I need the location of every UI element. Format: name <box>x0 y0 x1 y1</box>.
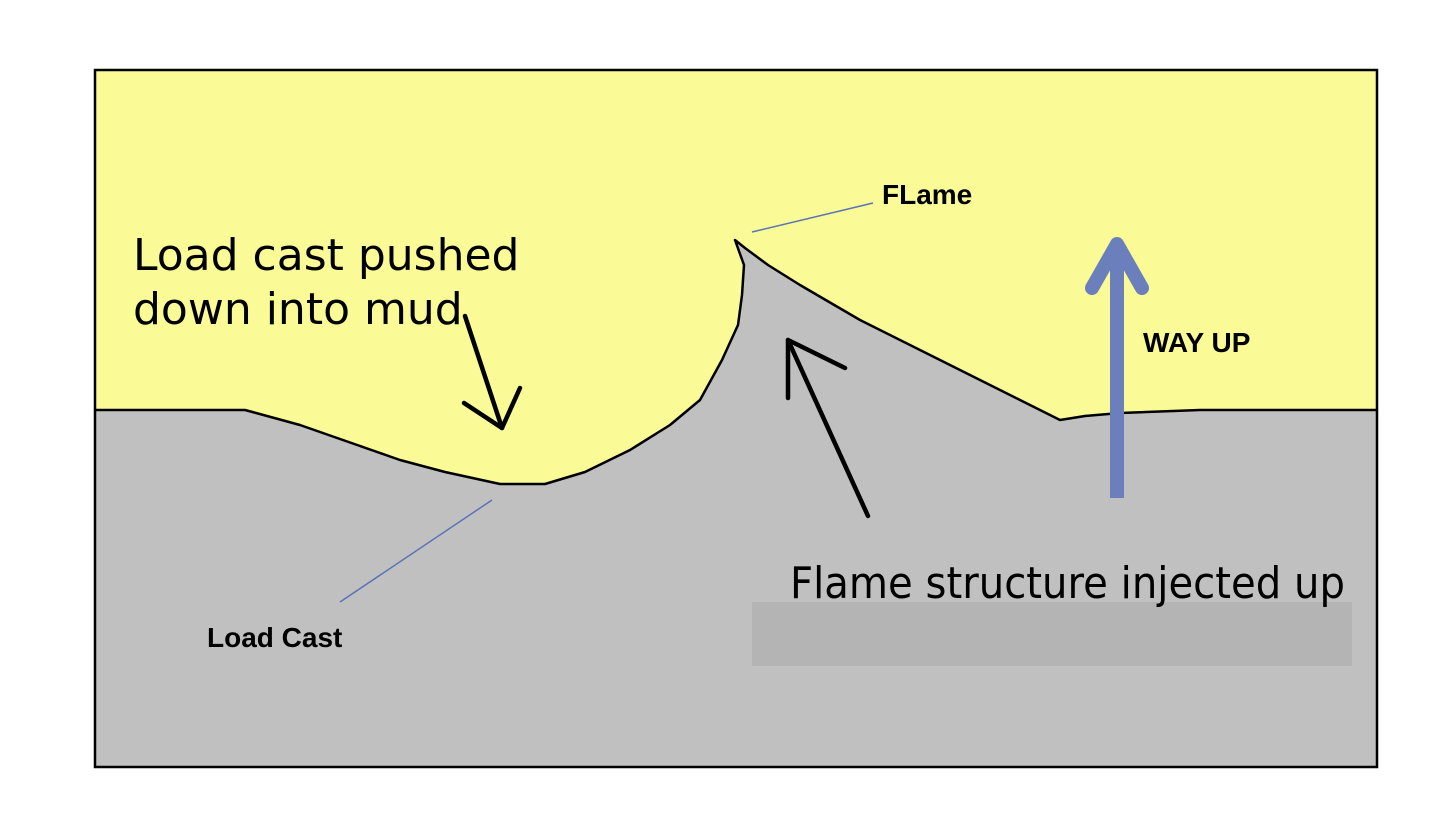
flame-leader-line <box>751 202 874 233</box>
load-cast-pushed-label-line1: Load cast pushed <box>133 230 519 281</box>
down-arrow-icon <box>461 313 523 431</box>
load-cast-pushed-label-line2: down into mud <box>133 284 463 335</box>
way-up-label: WAY UP <box>1143 327 1250 358</box>
diagram-frame <box>93 68 1379 769</box>
way-up-arrow <box>1085 237 1149 498</box>
load-cast-leader-line <box>339 499 493 603</box>
flame-label: FLame <box>882 179 972 210</box>
up-arrow-icon <box>785 337 871 519</box>
load-cast-label: Load Cast <box>207 622 342 653</box>
label-overlay-box <box>752 602 1352 666</box>
flame-structure-label: Flame structure injected up <box>790 558 1345 609</box>
interface-line <box>95 238 1377 486</box>
